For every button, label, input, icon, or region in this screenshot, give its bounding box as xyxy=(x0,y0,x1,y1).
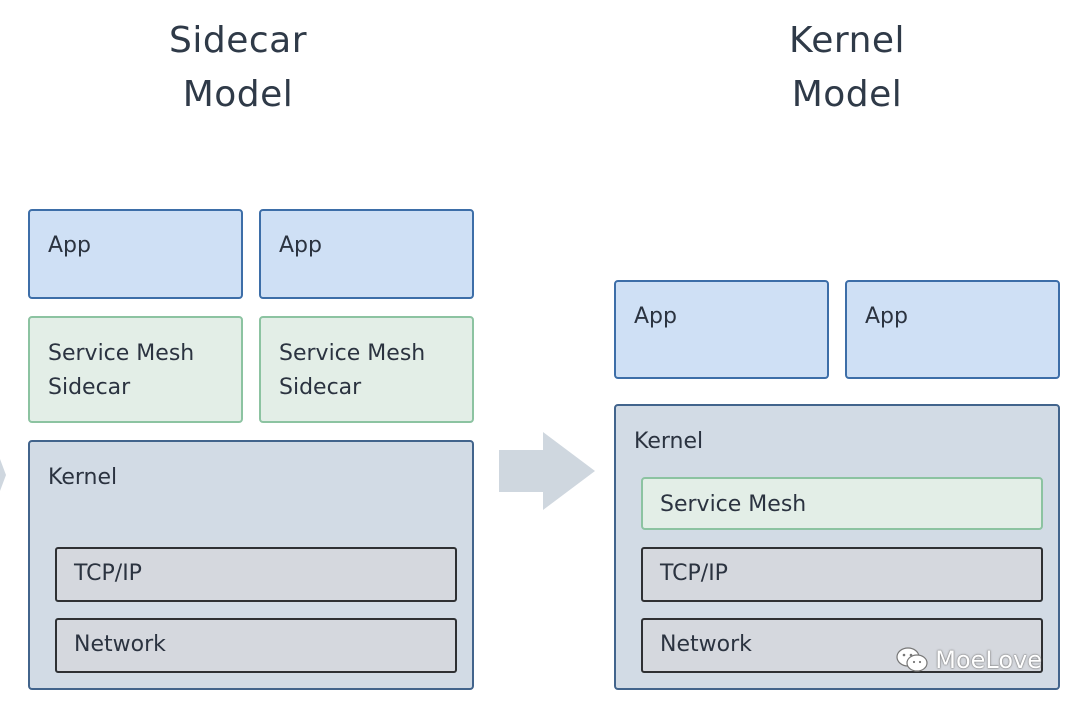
sidecar-mesh-label-2b: Sidecar xyxy=(279,375,362,400)
kernel-service-mesh-label: Service Mesh xyxy=(660,492,807,517)
watermark-text: MoeLove xyxy=(935,646,1042,674)
sidecar-app-label-2: App xyxy=(279,233,322,258)
kernel-network-label: Network xyxy=(660,632,752,657)
kernel-app-box-2: App xyxy=(845,280,1060,379)
kernel-app-label-2: App xyxy=(865,304,908,329)
sidecar-network-label: Network xyxy=(74,632,166,657)
kernel-tcpip-box: TCP/IP xyxy=(641,547,1043,602)
sidecar-network-box: Network xyxy=(55,618,457,673)
right-arrow-icon xyxy=(499,432,595,510)
kernel-tcpip-label: TCP/IP xyxy=(660,561,728,586)
watermark: MoeLove xyxy=(895,646,1042,674)
sidecar-app-box-2: App xyxy=(259,209,474,299)
kernel-kernel-label: Kernel xyxy=(634,429,704,454)
sidecar-title-line2: Model xyxy=(182,74,294,115)
sidecar-kernel-label: Kernel xyxy=(48,465,118,490)
sidecar-mesh-label-2a: Service Mesh xyxy=(279,341,426,366)
sidecar-app-box-1: App xyxy=(28,209,243,299)
kernel-service-mesh-box: Service Mesh xyxy=(641,477,1043,530)
kernel-app-label-1: App xyxy=(634,304,677,329)
sidecar-title-line1: Sidecar xyxy=(168,20,307,61)
kernel-network-box: Network xyxy=(641,618,1043,673)
sidecar-tcpip-box: TCP/IP xyxy=(55,547,457,602)
left-edge-arrow-icon xyxy=(0,459,6,491)
sidecar-mesh-label-1a: Service Mesh xyxy=(48,341,195,366)
kernel-app-box-1: App xyxy=(614,280,829,379)
wechat-icon xyxy=(896,647,928,672)
sidecar-mesh-box-1: Service Mesh Sidecar xyxy=(28,316,243,423)
sidecar-model-title: Sidecar Model xyxy=(118,14,358,122)
sidecar-tcpip-label: TCP/IP xyxy=(74,561,142,586)
kernel-title-line2: Model xyxy=(791,74,903,115)
kernel-model-title: Kernel Model xyxy=(727,14,967,122)
sidecar-mesh-label-1b: Sidecar xyxy=(48,375,131,400)
kernel-title-line1: Kernel xyxy=(788,20,906,61)
sidecar-app-label-1: App xyxy=(48,233,91,258)
sidecar-mesh-box-2: Service Mesh Sidecar xyxy=(259,316,474,423)
kernel-kernel-box: Kernel Service Mesh TCP/IP Network xyxy=(614,404,1060,690)
sidecar-kernel-box: Kernel TCP/IP Network xyxy=(28,440,474,690)
